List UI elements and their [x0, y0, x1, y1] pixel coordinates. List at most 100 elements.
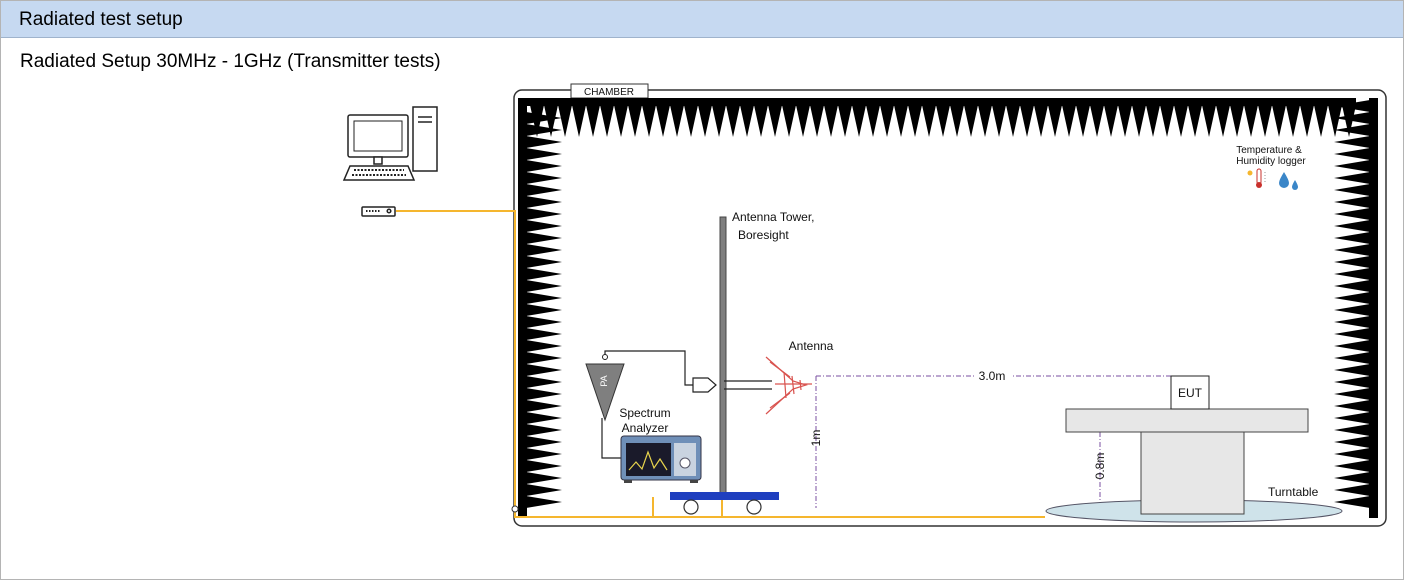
ceiling-absorber-cone	[880, 105, 894, 137]
right-absorber-cone	[1334, 280, 1370, 292]
distance-label-bg	[975, 369, 1011, 383]
right-absorber-cone	[1334, 184, 1370, 196]
ceiling-absorber-cone	[782, 105, 796, 137]
left-absorber-cone	[526, 292, 562, 304]
ceiling-absorber-base	[518, 98, 1356, 106]
left-absorber-cone	[526, 184, 562, 196]
table-pedestal	[1140, 431, 1245, 515]
ceiling-absorber-cone	[922, 105, 936, 137]
log-periodic-antenna-icon	[765, 356, 812, 415]
ceiling-absorber-cone	[1216, 105, 1230, 137]
ceiling-absorber-cone	[1314, 105, 1328, 137]
right-absorber-cone	[1334, 244, 1370, 256]
right-absorber-cone	[1334, 460, 1370, 472]
left-absorber-cone	[526, 484, 562, 496]
ceiling-absorber-cone	[1300, 105, 1314, 137]
ceiling-absorber-cone	[852, 105, 866, 137]
antenna-tower-mast	[719, 216, 727, 496]
section-title: Radiated test setup	[19, 9, 183, 30]
ceiling-absorber-cone	[1062, 105, 1076, 137]
ceiling-absorber-cone	[908, 105, 922, 137]
left-absorber-cone	[526, 208, 562, 220]
left-absorber-cone	[526, 364, 562, 376]
ceiling-absorber-cone	[1132, 105, 1146, 137]
right-absorber-cone	[1334, 484, 1370, 496]
ceiling-absorber-cone	[950, 105, 964, 137]
ceiling-absorber-cone	[824, 105, 838, 137]
cart-wheel-right	[746, 499, 762, 515]
left-absorber-cone	[526, 112, 562, 124]
right-absorber-cone	[1334, 412, 1370, 424]
right-absorber-cone	[1334, 328, 1370, 340]
left-absorber-cones	[526, 112, 562, 508]
ceiling-absorber-cone	[1258, 105, 1272, 137]
ceiling-absorber-cone	[572, 105, 586, 137]
spectrum-analyzer-icon	[620, 435, 702, 483]
left-absorber-cone	[526, 400, 562, 412]
distance-label: 3.0m	[979, 369, 1006, 383]
computer-icon	[342, 106, 438, 217]
antenna-height-label: 1m	[809, 430, 823, 447]
antenna-cart	[670, 492, 779, 500]
left-absorber-cone	[526, 424, 562, 436]
left-absorber-cone	[526, 328, 562, 340]
table-height-label: 0.8m	[1093, 453, 1107, 480]
right-absorber-cone	[1334, 208, 1370, 220]
ceiling-absorber-cone	[978, 105, 992, 137]
right-absorber-cone	[1334, 232, 1370, 244]
ceiling-absorber-cone	[754, 105, 768, 137]
ceiling-absorber-cone	[992, 105, 1006, 137]
right-absorber-cone	[1334, 400, 1370, 412]
diagram-title: Radiated Setup 30MHz - 1GHz (Transmitter…	[20, 51, 441, 72]
right-absorber-cone	[1334, 124, 1370, 136]
ceiling-absorber-cone	[1342, 105, 1356, 137]
ceiling-absorber-cone	[768, 105, 782, 137]
ceiling-absorber-cone	[1146, 105, 1160, 137]
ceiling-absorber-cone	[1244, 105, 1258, 137]
turntable-label: Turntable	[1268, 485, 1319, 499]
right-absorber-cone	[1334, 496, 1370, 508]
right-absorber-cone	[1334, 472, 1370, 484]
right-absorber-cone	[1334, 388, 1370, 400]
power-amplifier	[585, 363, 625, 422]
left-absorber-cone	[526, 136, 562, 148]
ceiling-absorber-cone	[670, 105, 684, 137]
left-absorber-cone	[526, 304, 562, 316]
right-absorber-cone	[1334, 340, 1370, 352]
ceiling-absorber-cone	[838, 105, 852, 137]
left-absorber-cone	[526, 448, 562, 460]
left-absorber-cone	[526, 220, 562, 232]
ceiling-absorber-cone	[1286, 105, 1300, 137]
ceiling-absorber-cone	[628, 105, 642, 137]
right-absorber-cone	[1334, 100, 1370, 112]
spectrum-analyzer-label-line2: Analyzer	[622, 421, 669, 435]
left-absorber-cone	[526, 256, 562, 268]
right-absorber-cone	[1334, 220, 1370, 232]
left-absorber-cone	[526, 316, 562, 328]
right-absorber-cone	[1334, 316, 1370, 328]
right-absorber-cone	[1334, 352, 1370, 364]
left-absorber-cone	[526, 496, 562, 508]
right-absorber-cone	[1334, 376, 1370, 388]
left-absorber-cone	[526, 376, 562, 388]
ceiling-absorber-cone	[1230, 105, 1244, 137]
logger-label-line2: Humidity logger	[1236, 156, 1306, 167]
left-absorber-cone	[526, 268, 562, 280]
right-absorber-cones	[1334, 100, 1370, 508]
right-absorber-cone	[1334, 436, 1370, 448]
ceiling-absorber-cone	[544, 105, 558, 137]
ceiling-absorber-cone	[1090, 105, 1104, 137]
right-absorber-cone	[1334, 112, 1370, 124]
left-absorber-cone	[526, 436, 562, 448]
ceiling-absorber-cone	[810, 105, 824, 137]
ceiling-absorber-cone	[1328, 105, 1342, 137]
left-absorber-cone	[526, 412, 562, 424]
ceiling-absorber-cone	[614, 105, 628, 137]
ceiling-absorber-cone	[1034, 105, 1048, 137]
right-absorber-cone	[1334, 268, 1370, 280]
eut-label: EUT	[1178, 386, 1203, 400]
ceiling-absorber-cone	[558, 105, 572, 137]
logger-label-line1: Temperature &	[1236, 145, 1302, 156]
right-absorber-cone	[1334, 196, 1370, 208]
feedthrough-connector	[511, 505, 519, 513]
